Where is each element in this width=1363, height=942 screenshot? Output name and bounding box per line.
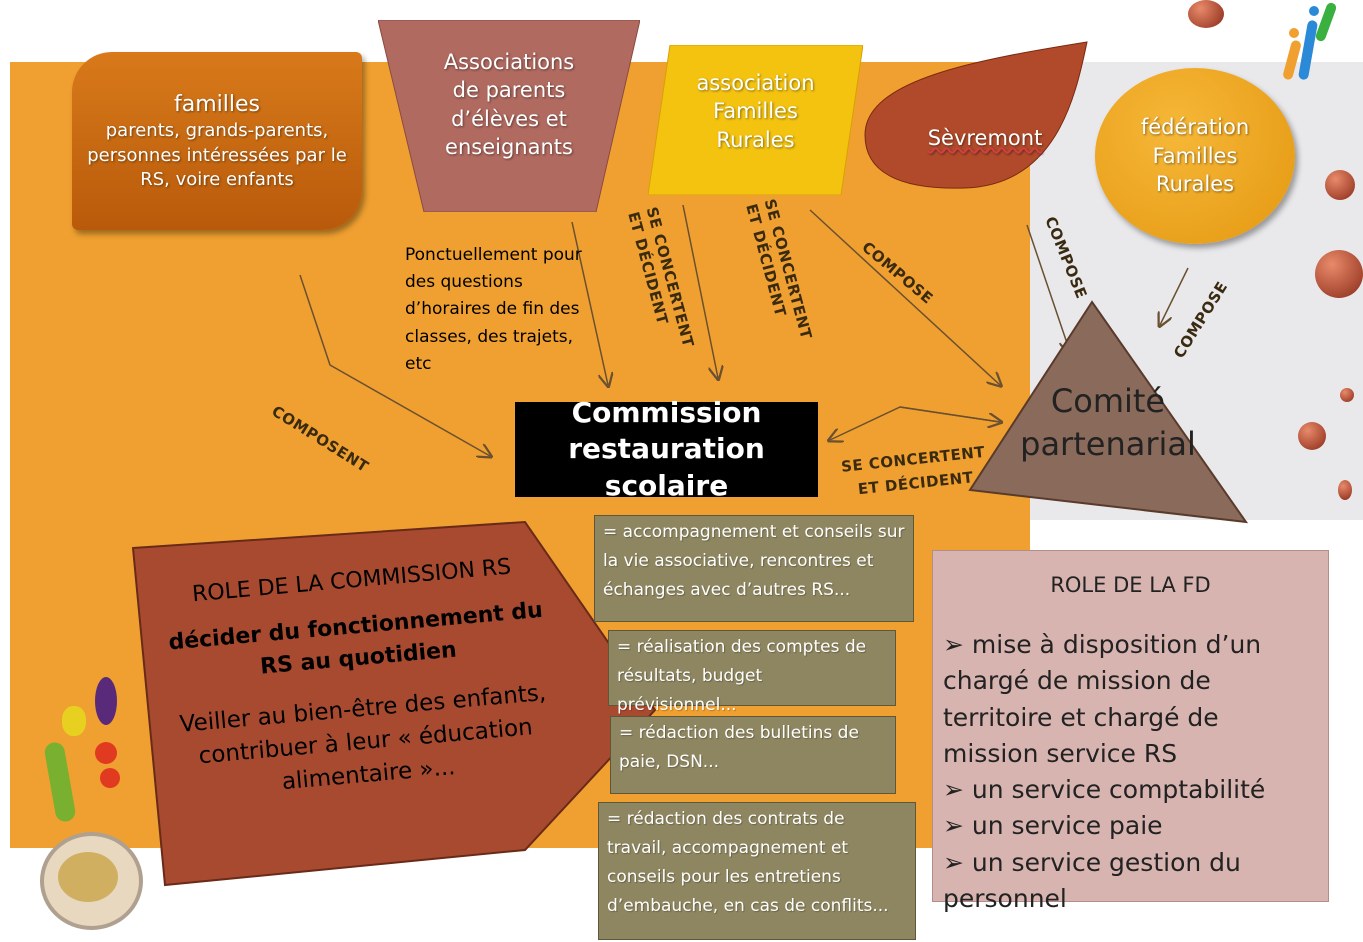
commission-line: Commission xyxy=(571,395,762,429)
assoc-fr-line: Rurales xyxy=(716,127,795,152)
role-fd-panel: ROLE DE LA FD ➢ mise à disposition d’un … xyxy=(932,550,1329,913)
decorative-circle xyxy=(1338,480,1352,500)
arrow-parents-commission xyxy=(571,221,608,385)
arrow-federation-comite xyxy=(1160,267,1189,325)
arrow-bullet-icon: ➢ xyxy=(943,630,972,659)
arrow-bullet-icon: ➢ xyxy=(943,775,972,804)
logo-icon xyxy=(1281,0,1345,90)
comite-line: Comité xyxy=(1050,382,1166,420)
ponctuel-line: etc xyxy=(405,353,432,374)
assoc-parents-line: enseignants xyxy=(445,135,573,160)
assoc-parents-line: Associations xyxy=(443,50,575,74)
service-box-paie: = rédaction des bulletins de paie, DSN..… xyxy=(610,716,896,794)
familles-line: RS, voire enfants xyxy=(140,168,294,190)
decorative-circle xyxy=(1188,0,1224,28)
arrow-commission-comite xyxy=(899,406,1000,422)
service-box-vie-associative: = accompagnement et conseils sur la vie … xyxy=(594,515,914,622)
service-box-comptes: = réalisation des comptes de résultats, … xyxy=(608,630,896,715)
node-association-familles-rurales: association Familles Rurales xyxy=(648,45,863,195)
arrow-sevremont-comite-vertical xyxy=(1026,224,1070,352)
node-federation-familles-rurales: fédération Familles Rurales xyxy=(1095,68,1295,244)
node-sevremont: Sèvremont xyxy=(855,40,1095,192)
role-commission-rs-panel: ROLE DE LA COMMISSION RS décider du fonc… xyxy=(125,520,665,892)
role-fd-item-text: un service paie xyxy=(971,811,1163,841)
ponctuel-line: Ponctuellement pour xyxy=(405,245,582,265)
arrow-bullet-icon: ➢ xyxy=(943,811,972,841)
decorative-circle xyxy=(1298,422,1326,450)
assoc-parents-line: de parents xyxy=(452,78,566,103)
assoc-parents-line: d’élèves et xyxy=(451,106,567,131)
decorative-circle xyxy=(1340,388,1354,402)
role-fd-item-text: mise à disposition d’un chargé de missio… xyxy=(943,630,1262,768)
arrow-sevremont-comite xyxy=(809,209,1000,385)
role-fd-item-text: un service comptabilité xyxy=(971,775,1266,804)
ponctuel-line: des questions xyxy=(405,272,523,293)
node-associations-parents: Associations de parents d’élèves et ense… xyxy=(378,20,640,212)
decorative-circle xyxy=(1325,170,1355,200)
role-fd-item: ➢ un service comptabilité xyxy=(943,772,1318,808)
comite-line: partenarial xyxy=(1020,425,1196,464)
node-comite-partenarial: Comité partenarial xyxy=(968,300,1250,525)
ponctuel-line: classes, des trajets, xyxy=(405,326,574,347)
decorative-circle xyxy=(1315,250,1363,298)
federation-line: fédération xyxy=(1140,115,1250,140)
assoc-fr-line: association xyxy=(696,71,815,95)
role-rs-subtitle: décider du fonctionnement du RS au quoti… xyxy=(167,597,544,680)
familles-line: parents, grands-parents, xyxy=(105,120,329,142)
federation-line: Rurales xyxy=(1155,172,1235,197)
familles-line: personnes intéressées par le xyxy=(87,144,347,166)
arrow-familles-commission xyxy=(299,274,490,456)
service-box-contrats: = rédaction des contrats de travail, acc… xyxy=(598,802,916,940)
role-fd-item: ➢ mise à disposition d’un chargé de miss… xyxy=(943,627,1318,772)
familles-title: familles xyxy=(174,91,260,117)
arrow-assoc-commission xyxy=(682,204,718,378)
sevremont-label: Sèvremont xyxy=(927,126,1043,150)
node-commission-restauration-scolaire: Commission restauration scolaire xyxy=(515,396,818,502)
commission-line: restauration scolaire xyxy=(568,432,765,502)
assoc-fr-line: Familles xyxy=(713,99,798,124)
ponctuel-line: d’horaires de fin des xyxy=(405,299,580,320)
role-fd-item: ➢ un service paie xyxy=(943,808,1318,844)
role-fd-item: ➢ un service gestion du personnel xyxy=(943,845,1318,918)
federation-line: Familles xyxy=(1152,143,1238,168)
arrow-bullet-icon: ➢ xyxy=(943,847,972,877)
ponctuellement-note: Ponctuellement pour des questions d’hora… xyxy=(405,242,583,378)
role-fd-item-text: un service gestion du personnel xyxy=(943,847,1241,913)
node-familles: familles parents, grands-parents, person… xyxy=(72,52,362,230)
role-fd-title: ROLE DE LA FD xyxy=(1050,573,1211,597)
vegetables-illustration xyxy=(40,672,143,942)
